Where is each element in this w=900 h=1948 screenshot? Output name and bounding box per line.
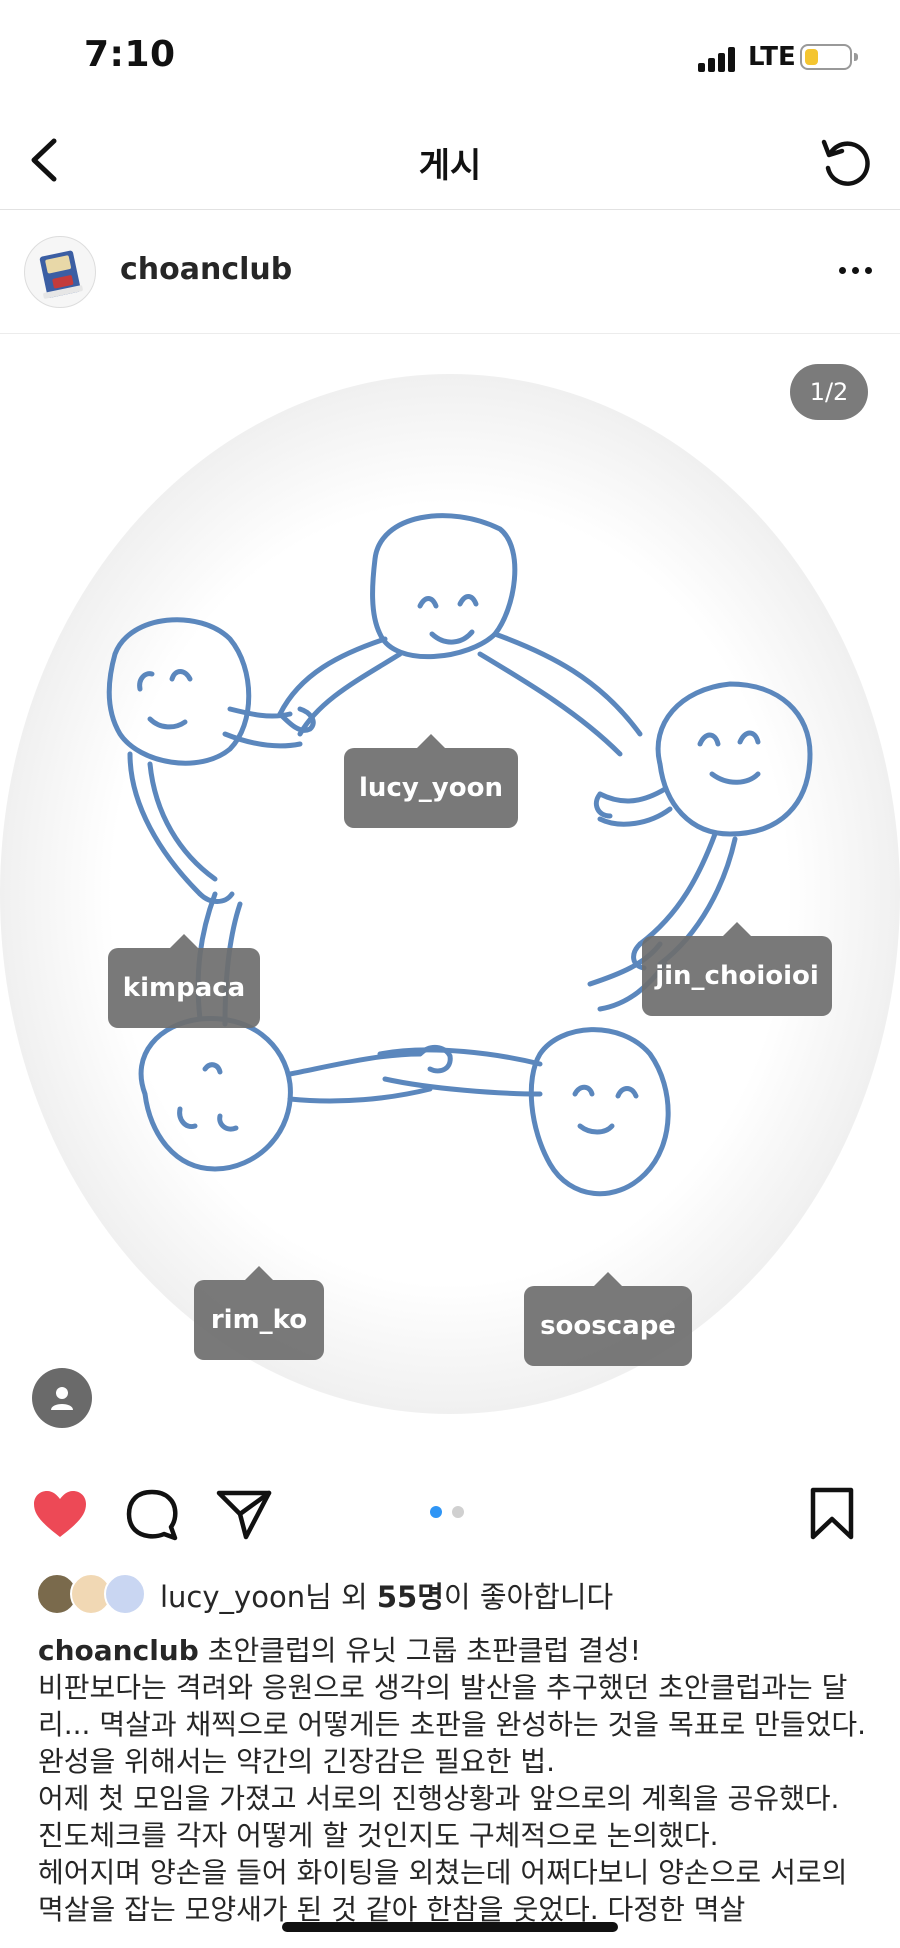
likes-mid: 님 외 [305,1580,377,1614]
caption-line: 비판보다는 격려와 응원으로 생각의 발산을 추구했던 초안클럽과는 달리...… [38,1671,867,1778]
caption-text: 초안클럽의 유닛 그룹 초판클럽 결성! [207,1634,641,1667]
user-tag[interactable]: rim_ko [194,1266,324,1360]
user-tag[interactable]: jin_choioioi [642,922,832,1016]
chevron-left-icon [31,138,57,182]
caption-line: choanclub 초안클럽의 유닛 그룹 초판클럽 결성! [38,1632,868,1669]
page-title: 게시 [418,146,482,186]
refresh-icon [821,139,870,186]
send-icon [216,1490,272,1540]
caption-line: 헤어지며 양손을 들어 화이팅을 외쳤는데 어쩌다보니 양손으로 서로의 멱살을… [38,1856,848,1926]
battery-icon [800,44,858,70]
dot-icon [838,266,846,274]
refresh-button[interactable] [814,130,878,194]
dot-icon [864,266,872,274]
comment-button[interactable] [122,1484,182,1544]
person-icon [51,1387,73,1410]
user-tag[interactable]: kimpaca [108,934,260,1028]
carousel-dots [430,1506,464,1518]
bookmark-icon [810,1487,854,1540]
caption-username[interactable]: choanclub [38,1634,199,1667]
like-button[interactable] [30,1484,90,1544]
save-button[interactable] [802,1484,862,1544]
image-counter-badge: 1/2 [790,364,868,420]
book-icon [39,250,83,299]
avatar[interactable] [24,236,96,308]
signal-icon [698,46,738,72]
circle-of-friends-illustration [0,374,900,1414]
liker-username[interactable]: lucy_yoon [160,1580,306,1614]
back-button[interactable] [14,130,74,190]
post-image[interactable]: 1/2 lucy_yoon kimpaca jin_choioioi rim_k… [0,334,900,1434]
post-author-row: choanclub [0,212,900,334]
carousel-dot [452,1506,464,1518]
status-bar: 7:10 LTE [0,0,900,110]
caption-line: 어제 첫 모임을 가졌고 서로의 진행상황과 앞으로의 계획을 공유했다. 진도… [38,1782,840,1852]
more-options-button[interactable] [830,250,880,290]
likes-count[interactable]: 55명 [376,1580,444,1614]
avatar [104,1573,146,1615]
post-actions [0,1450,900,1580]
user-tag[interactable]: sooscape [524,1272,692,1366]
post-caption: choanclub 초안클럽의 유닛 그룹 초판클럽 결성! 비판보다는 격려와… [38,1632,868,1928]
home-indicator[interactable] [282,1922,618,1932]
likes-summary[interactable]: lucy_yoon님 외 55명이 좋아합니다 [36,1570,613,1620]
show-tags-button[interactable] [32,1368,92,1428]
user-tag[interactable]: lucy_yoon [344,734,518,828]
share-button[interactable] [214,1484,274,1544]
likes-text: lucy_yoon님 외 55명이 좋아합니다 [160,1574,613,1616]
nav-header: 게시 [0,110,900,210]
dot-icon [851,266,859,274]
carousel-dot-active [430,1506,442,1518]
network-label: LTE [748,42,796,72]
likes-suffix: 이 좋아합니다 [443,1580,614,1614]
author-username[interactable]: choanclub [120,252,293,287]
liker-avatars [36,1573,150,1617]
status-time: 7:10 [84,34,176,75]
comment-icon [126,1489,178,1541]
heart-icon [34,1491,86,1537]
